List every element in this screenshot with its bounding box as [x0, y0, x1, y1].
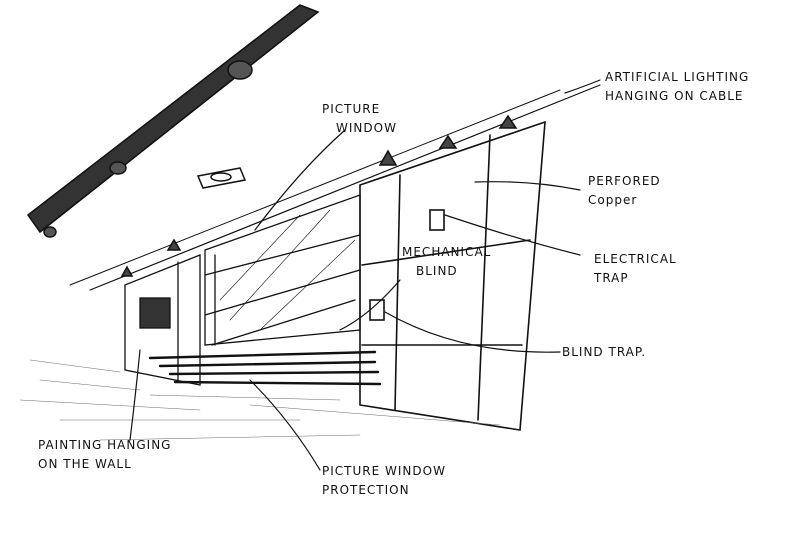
label-line: Blind trap.	[562, 345, 647, 359]
label-painting: Painting hanging on the wall	[38, 436, 171, 474]
label-window-protection: Picture window protection	[322, 462, 446, 500]
ceiling-light-icons	[43, 60, 253, 238]
label-line: Electrical	[594, 252, 677, 266]
label-line: window	[336, 121, 397, 135]
label-line: trap	[594, 271, 629, 285]
label-artificial-lighting: Artificial lighting hanging on cable	[605, 68, 749, 106]
label-blind-trap: Blind trap.	[562, 343, 646, 362]
hanging-light-icons	[120, 114, 518, 277]
label-line: Mechanical	[402, 245, 492, 259]
label-line: hanging on cable	[605, 89, 744, 103]
left-wall	[124, 254, 201, 386]
label-picture-window: Picture window	[322, 100, 397, 138]
perforated-copper-panels	[359, 120, 546, 431]
painting	[139, 297, 171, 329]
label-perfored-copper: Perfored Copper	[588, 172, 661, 210]
label-mechanical-blind: Mechanical blind	[402, 243, 491, 281]
label-line: on the wall	[38, 457, 132, 471]
label-line: protection	[322, 483, 410, 497]
label-line: blind	[416, 264, 458, 278]
picture-window	[204, 194, 361, 346]
label-line: Perfored	[588, 174, 661, 188]
label-line: Picture	[322, 102, 381, 116]
label-electrical-trap: Electrical trap	[594, 250, 677, 288]
label-line: Painting hanging	[38, 438, 172, 452]
label-line: Artificial lighting	[605, 70, 750, 84]
floor-hatching	[19, 359, 501, 441]
label-line: Picture window	[322, 464, 446, 478]
annotation-leaders	[129, 79, 601, 471]
window-protection-bars	[148, 350, 382, 386]
label-line: Copper	[588, 193, 638, 207]
